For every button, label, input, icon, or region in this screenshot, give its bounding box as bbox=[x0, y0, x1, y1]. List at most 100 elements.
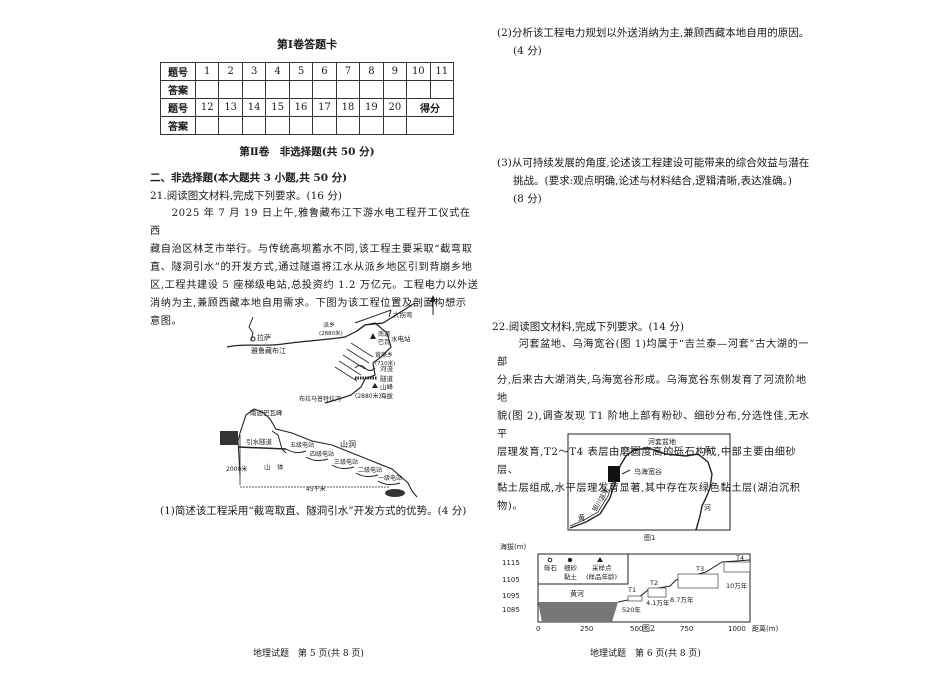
q21-material: 2025 年 7 月 19 日上午,雅鲁藏布江下游水电工程开工仪式在西 藏自治区… bbox=[150, 205, 480, 331]
ytick: 1095 bbox=[502, 592, 520, 600]
answer-cell[interactable] bbox=[288, 80, 314, 99]
table-header-cell: 答案 bbox=[160, 116, 196, 135]
age-t4: 10万年 bbox=[726, 581, 748, 590]
xtick: 1000 bbox=[728, 625, 746, 633]
question-number: 11 bbox=[429, 62, 455, 81]
question-number: 3 bbox=[241, 62, 267, 81]
fig2-ylabel: 海拔(m) bbox=[500, 542, 527, 551]
fig1-label-huang1: 黄 bbox=[704, 445, 711, 454]
text-line: 2025 年 7 月 19 日上午,雅鲁藏布江下游水电工程开工仪式在西 bbox=[150, 208, 471, 237]
answer-cell[interactable] bbox=[382, 80, 408, 99]
table-row: 题号 1 2 3 4 5 6 7 8 9 10 11 bbox=[160, 62, 455, 81]
table-header-cell: 题号 bbox=[160, 62, 196, 81]
answer-cell[interactable] bbox=[218, 116, 243, 135]
answer-cell[interactable] bbox=[359, 80, 384, 99]
map-label-lhasa: 拉萨 bbox=[257, 333, 271, 342]
answer-card-title: 第Ⅰ卷答题卡 bbox=[276, 38, 338, 51]
answer-cell[interactable] bbox=[218, 80, 243, 99]
fig2-xlabel: 距离(m) bbox=[752, 624, 779, 633]
ytick: 1115 bbox=[502, 559, 520, 567]
map-label-paixiang-elev: (2880米) bbox=[319, 329, 343, 337]
score-cell[interactable] bbox=[406, 116, 454, 135]
xtick: 500 bbox=[630, 625, 643, 633]
map-label-namcha: 南迦 bbox=[378, 330, 390, 338]
question-number: 2 bbox=[218, 62, 243, 81]
text-line: 物)。 bbox=[497, 501, 524, 512]
question-number: 8 bbox=[359, 62, 384, 81]
answer-cell[interactable] bbox=[406, 80, 431, 99]
map-label-hydro: 水电站 bbox=[391, 334, 411, 343]
answer-cell[interactable] bbox=[265, 116, 290, 135]
answer-cell[interactable] bbox=[288, 116, 314, 135]
answer-cell[interactable] bbox=[241, 80, 267, 99]
table-row: 答案 bbox=[160, 116, 454, 135]
q21-sub1: (1)简述该工程采用“截弯取直、隧洞引水”开发方式的优势。(4 分) bbox=[160, 505, 467, 517]
answer-cell[interactable] bbox=[335, 116, 361, 135]
profile-label-mountain: 山 体 bbox=[264, 462, 284, 471]
answer-cell[interactable] bbox=[382, 116, 408, 135]
answer-cell[interactable] bbox=[312, 116, 337, 135]
ytick: 1085 bbox=[502, 606, 520, 614]
q22-material: 河套盆地、乌海宽谷(图 1)均属于“吉兰泰—河套”古大湖的一部 分,后来古大湖消… bbox=[497, 336, 817, 516]
text-line: 貌(图 2),调查发现 T1 阶地上部有粉砂、细砂分布,分选性佳,无水平 bbox=[497, 411, 810, 440]
legend-elevation: 海拔 bbox=[380, 391, 394, 400]
yellow-river-channel bbox=[538, 602, 618, 622]
question-number: 10 bbox=[406, 62, 431, 81]
answer-cell[interactable] bbox=[429, 80, 455, 99]
profile-label-cave: 山洞 bbox=[340, 439, 356, 449]
river-legend-icon bbox=[354, 365, 376, 371]
age-t1: 520年 bbox=[622, 605, 641, 614]
station-3: 三级电站 bbox=[334, 458, 358, 466]
fig2-caption: 图2 bbox=[642, 624, 656, 633]
table-header-cell: 答案 bbox=[160, 80, 196, 99]
legend-river: 河流 bbox=[380, 364, 394, 373]
text-line: 意图。 bbox=[150, 316, 183, 327]
table-row: 答案 bbox=[160, 80, 455, 99]
legend-sample-age: (样品年龄) bbox=[586, 572, 617, 581]
legend-clay: 黏土 bbox=[564, 572, 578, 581]
map-label-barwa: 巴瓦 bbox=[378, 339, 390, 346]
score-label: 得分 bbox=[406, 98, 454, 117]
station-1: 一级电站 bbox=[378, 474, 402, 482]
text-line: 消纳为主,兼顾西藏本地自用需求。下图为该工程位置及剖面构想示 bbox=[150, 298, 467, 309]
question-number: 19 bbox=[359, 98, 384, 117]
figure-1-map: 河 河套盆地 黄 乌海宽谷 银川盆地 黄 河 图1 bbox=[567, 433, 731, 542]
section-ii-title: 第Ⅱ卷 非选择题(共 50 分) bbox=[239, 146, 375, 158]
terrace-t1: T1 bbox=[627, 586, 636, 594]
answer-cell[interactable] bbox=[265, 80, 290, 99]
answer-card-table: 题号 1 2 3 4 5 6 7 8 9 10 11 答案 题号 12 13 1… bbox=[160, 62, 455, 135]
legend-peak: 山峰 bbox=[380, 382, 394, 391]
table-row: 题号 12 13 14 15 16 17 18 19 20 得分 bbox=[160, 98, 454, 117]
map-label-yarlung: 雅鲁藏布江 bbox=[251, 346, 286, 355]
profile-label-height: 2000米 bbox=[226, 465, 247, 473]
fig1-label-wuhai: 乌海宽谷 bbox=[634, 467, 662, 476]
question-number: 20 bbox=[382, 98, 408, 117]
fig2-legend-box bbox=[537, 553, 629, 585]
legend-tunnel: 隧道 bbox=[380, 374, 394, 383]
question-number: 7 bbox=[335, 62, 361, 81]
answer-cell[interactable] bbox=[312, 80, 337, 99]
age-t2: 4.1万年 bbox=[646, 598, 670, 607]
q21-sub2-score: (4 分) bbox=[513, 45, 542, 57]
map-label-great-bend: 大拐弯 bbox=[393, 310, 413, 319]
wuhai-valley-marker bbox=[608, 466, 620, 482]
text-line: 黏土层组成,水平层理发育显著,其中存在灰绿色黏土层(湖泊沉积 bbox=[497, 483, 801, 494]
xtick: 0 bbox=[536, 625, 540, 633]
answer-cell[interactable] bbox=[335, 80, 361, 99]
left-footer: 地理试题 第 5 页(共 8 页) bbox=[253, 649, 364, 659]
fig1-label-yinchuan: 银川盆地 bbox=[590, 486, 611, 513]
fig1-label-basin: 河套盆地 bbox=[648, 437, 676, 446]
question-number: 4 bbox=[265, 62, 290, 81]
answer-cell[interactable] bbox=[359, 116, 384, 135]
terrace-t3: T3 bbox=[695, 565, 704, 573]
text-line: 区,工程共建设 5 座梯级电站,总投资约 1.2 万亿元。工程电力以外送 bbox=[150, 280, 479, 291]
answer-cell[interactable] bbox=[194, 80, 220, 99]
table-header-cell: 题号 bbox=[160, 98, 196, 117]
terrace-t4: T4 bbox=[735, 554, 744, 562]
answer-cell[interactable] bbox=[194, 116, 220, 135]
fig1-label-he2: 河 bbox=[704, 504, 711, 512]
lower-reservoir-icon bbox=[385, 489, 405, 497]
question-number: 6 bbox=[312, 62, 337, 81]
answer-cell[interactable] bbox=[241, 116, 267, 135]
profile-label-intake: 引水隧道 bbox=[246, 437, 273, 446]
